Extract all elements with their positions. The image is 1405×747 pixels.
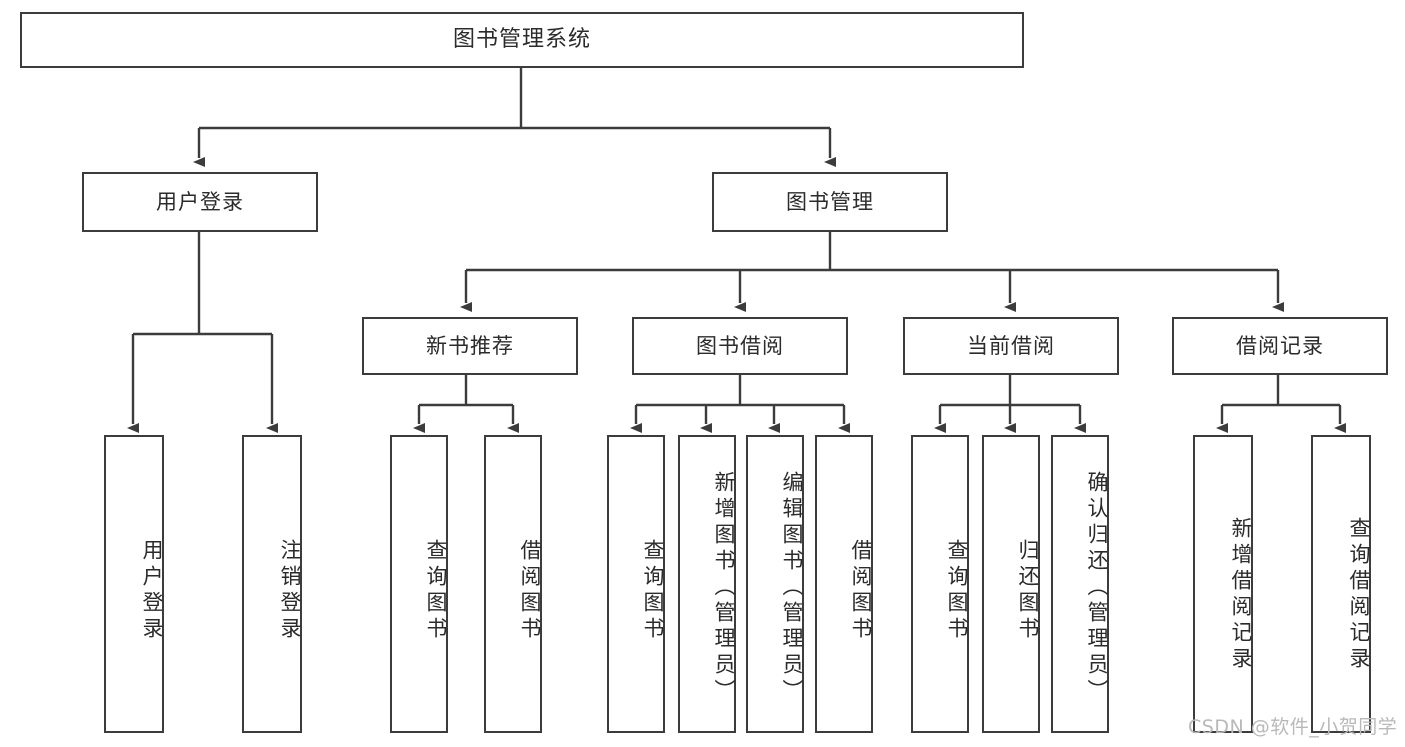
node-root-book-management-system[interactable]: 图书管理系统: [20, 12, 1024, 68]
node-label: 新增图书（管理员）: [712, 471, 736, 705]
node-leaf-query-record[interactable]: 查询借阅记录: [1311, 435, 1371, 733]
node-current-borrow[interactable]: 当前借阅: [903, 317, 1119, 375]
node-label: 查询图书: [945, 539, 969, 643]
node-label: 归还图书: [1016, 539, 1040, 643]
node-book-manage[interactable]: 图书管理: [712, 172, 948, 232]
node-label: 用户登录: [156, 189, 244, 214]
node-book-borrow[interactable]: 图书借阅: [632, 317, 848, 375]
node-label: 确认归还（管理员）: [1085, 471, 1109, 705]
node-label: 用户登录: [140, 539, 164, 643]
node-label: 查询图书: [641, 539, 665, 643]
node-label: 图书管理: [786, 189, 874, 214]
node-new-book-recommend[interactable]: 新书推荐: [362, 317, 578, 375]
node-label: 注销登录: [278, 539, 302, 643]
node-label: 图书管理系统: [452, 27, 591, 52]
csdn-watermark: CSDN @软件_小贺同学: [1188, 716, 1398, 738]
node-leaf-borrow-book-1[interactable]: 借阅图书: [484, 435, 542, 733]
node-leaf-query-book-1[interactable]: 查询图书: [390, 435, 448, 733]
node-label: 借阅图书: [518, 539, 542, 643]
node-leaf-add-record[interactable]: 新增借阅记录: [1193, 435, 1253, 733]
node-leaf-add-book[interactable]: 新增图书（管理员）: [678, 435, 736, 733]
node-leaf-borrow-book-2[interactable]: 借阅图书: [815, 435, 873, 733]
node-label: 图书借阅: [696, 333, 784, 358]
node-user-login[interactable]: 用户登录: [82, 172, 318, 232]
node-leaf-edit-book[interactable]: 编辑图书（管理员）: [746, 435, 804, 733]
node-label: 当前借阅: [967, 333, 1055, 358]
node-leaf-query-book-2[interactable]: 查询图书: [607, 435, 665, 733]
node-leaf-query-book-3[interactable]: 查询图书: [911, 435, 969, 733]
node-leaf-return-book[interactable]: 归还图书: [982, 435, 1040, 733]
node-label: 编辑图书（管理员）: [780, 471, 804, 705]
node-leaf-user-login[interactable]: 用户登录: [104, 435, 164, 733]
node-label: 查询图书: [424, 539, 448, 643]
node-leaf-confirm-return[interactable]: 确认归还（管理员）: [1051, 435, 1109, 733]
node-label: 查询借阅记录: [1347, 517, 1371, 673]
node-label: 新增借阅记录: [1229, 517, 1253, 673]
node-label: 借阅图书: [849, 539, 873, 643]
node-label: 借阅记录: [1236, 333, 1324, 358]
node-label: 新书推荐: [426, 333, 514, 358]
node-leaf-user-logout[interactable]: 注销登录: [242, 435, 302, 733]
node-borrow-record[interactable]: 借阅记录: [1172, 317, 1388, 375]
